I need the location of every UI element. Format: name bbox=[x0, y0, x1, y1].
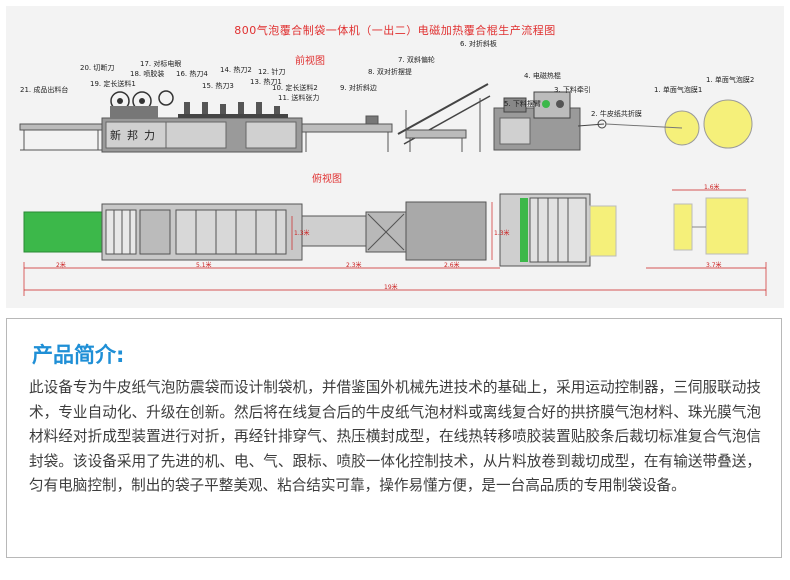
label-4: 4. 电磁热棍 bbox=[524, 72, 561, 80]
intro-body: 此设备专为牛皮纸气泡防震袋而设计制袋机，并借鉴国外机械先进技术的基础上，采用运动… bbox=[29, 379, 761, 494]
dim-feed-width: 1.3米 bbox=[494, 230, 510, 237]
label-15: 15. 热刀3 bbox=[202, 82, 234, 90]
front-folding-section bbox=[301, 83, 491, 152]
label-8: 8. 双对折摆提 bbox=[368, 68, 412, 76]
diagram-title: 800气泡覆合制袋一体机（一出二）电磁加热覆合棍生产流程图 bbox=[234, 24, 556, 37]
top-view-label: 俯视图 bbox=[312, 174, 342, 185]
front-feeding-section bbox=[493, 91, 607, 151]
dim-rolls: 3.7米 bbox=[706, 262, 722, 269]
label-18: 18. 喷胶装 bbox=[130, 70, 165, 78]
dim-total: 19米 bbox=[384, 284, 398, 291]
front-output-table bbox=[19, 123, 103, 151]
dim-output: 2米 bbox=[56, 262, 66, 269]
label-12: 12. 针刀 bbox=[258, 68, 286, 76]
label-10: 10. 定长送料2 bbox=[272, 84, 318, 92]
label-16: 16. 热刀4 bbox=[176, 70, 208, 78]
top-main-body bbox=[101, 203, 303, 261]
brand-mark: 新邦力 bbox=[110, 129, 161, 142]
dim-main: 5.1米 bbox=[196, 262, 212, 269]
label-19: 19. 定长送料1 bbox=[90, 80, 136, 88]
label-9: 9. 对折斜边 bbox=[340, 84, 377, 92]
top-output-conveyor bbox=[23, 211, 103, 253]
dimension-lines bbox=[23, 189, 767, 296]
label-1b: 1. 单面气泡膜1 bbox=[654, 86, 703, 94]
label-21: 21. 成品出料台 bbox=[20, 86, 69, 94]
label-5: 5. 下料摆臂 bbox=[504, 100, 541, 108]
front-view-label: 前视图 bbox=[295, 56, 325, 67]
intro-heading: 产品简介: bbox=[32, 343, 125, 367]
label-20: 20. 切断刀 bbox=[80, 64, 115, 72]
label-3: 3. 下料牵引 bbox=[554, 86, 591, 94]
dim-feed: 2.6米 bbox=[444, 262, 460, 269]
label-7: 7. 双斜偏轮 bbox=[398, 56, 435, 64]
label-13: 13. 热刀1 bbox=[250, 78, 282, 86]
top-feeding-section bbox=[499, 193, 617, 267]
front-film-rolls bbox=[605, 99, 753, 149]
dim-fold-width: 1.3米 bbox=[294, 230, 310, 237]
top-film-rolls bbox=[673, 197, 749, 255]
label-17: 17. 对标电眼 bbox=[140, 60, 182, 68]
label-11: 11. 送料张力 bbox=[278, 94, 320, 102]
machine-drawing bbox=[19, 83, 767, 296]
process-flow-diagram: 800气泡覆合制袋一体机（一出二）电磁加热覆合棍生产流程图 前视图 俯视图 新邦… bbox=[6, 6, 784, 308]
front-main-body bbox=[101, 90, 303, 153]
dim-fold: 2.3米 bbox=[346, 262, 362, 269]
top-folding-section bbox=[301, 201, 487, 261]
dim-roll-width: 1.6米 bbox=[704, 184, 720, 191]
label-2: 2. 牛皮纸共折膜 bbox=[591, 110, 642, 118]
product-intro-panel: 产品简介: 此设备专为牛皮纸气泡防震袋而设计制袋机，并借鉴国外机械先进技术的基础… bbox=[6, 318, 782, 558]
label-6: 6. 对折斜板 bbox=[460, 40, 497, 48]
label-14: 14. 热刀2 bbox=[220, 66, 252, 74]
label-1a: 1. 单面气泡膜2 bbox=[706, 76, 755, 84]
